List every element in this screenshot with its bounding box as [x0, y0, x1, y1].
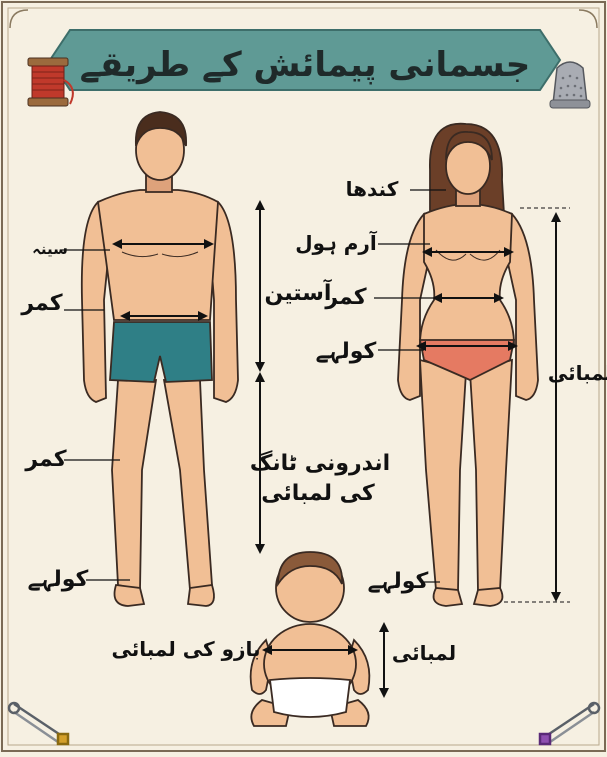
- label-female-length: لمبائی: [548, 361, 607, 385]
- title-banner: جسمانی پیمائش کے طریقے: [50, 30, 560, 90]
- label-shoulder: کندھا: [346, 177, 399, 201]
- page-title: جسمانی پیمائش کے طریقے: [80, 45, 530, 85]
- label-female-waist: کمر: [324, 285, 366, 310]
- label-hip: کولہے: [28, 567, 89, 592]
- label-inseam-2: کی لمبائی: [261, 481, 375, 506]
- label-chest: سینہ: [32, 240, 68, 258]
- label-sleeve: آستین: [265, 278, 332, 306]
- thread-spool-icon: [28, 58, 73, 106]
- label-female-hip-low: کولہے: [368, 569, 429, 594]
- label-baby-length: لمبائی: [392, 641, 456, 665]
- label-female-hip: کولہے: [316, 339, 377, 364]
- label-armhole: آرم ہول: [295, 230, 378, 255]
- label-waist: کمر: [20, 291, 62, 316]
- label-leg-waist: کمر: [24, 447, 66, 472]
- label-inseam-1: اندرونی ٹانگ: [250, 449, 390, 476]
- label-arm-length: بازو کی لمبائی: [111, 637, 260, 661]
